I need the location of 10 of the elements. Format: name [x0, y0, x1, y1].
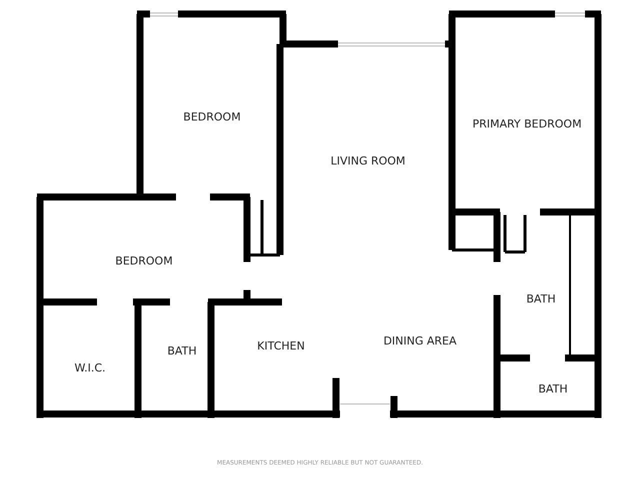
room-label: W.I.C. — [74, 362, 106, 374]
room-label: BEDROOM — [115, 254, 173, 268]
room-label: DINING AREA — [383, 334, 457, 348]
room-label: PRIMARY BEDROOM — [472, 118, 582, 130]
room-label: BATH — [526, 292, 556, 306]
room-label: BEDROOM — [183, 110, 241, 124]
room-label: KITCHEN — [257, 340, 305, 352]
room-label: BATH — [538, 382, 568, 396]
room-label: LIVING ROOM — [330, 154, 406, 168]
room-label: BATH — [167, 344, 197, 358]
